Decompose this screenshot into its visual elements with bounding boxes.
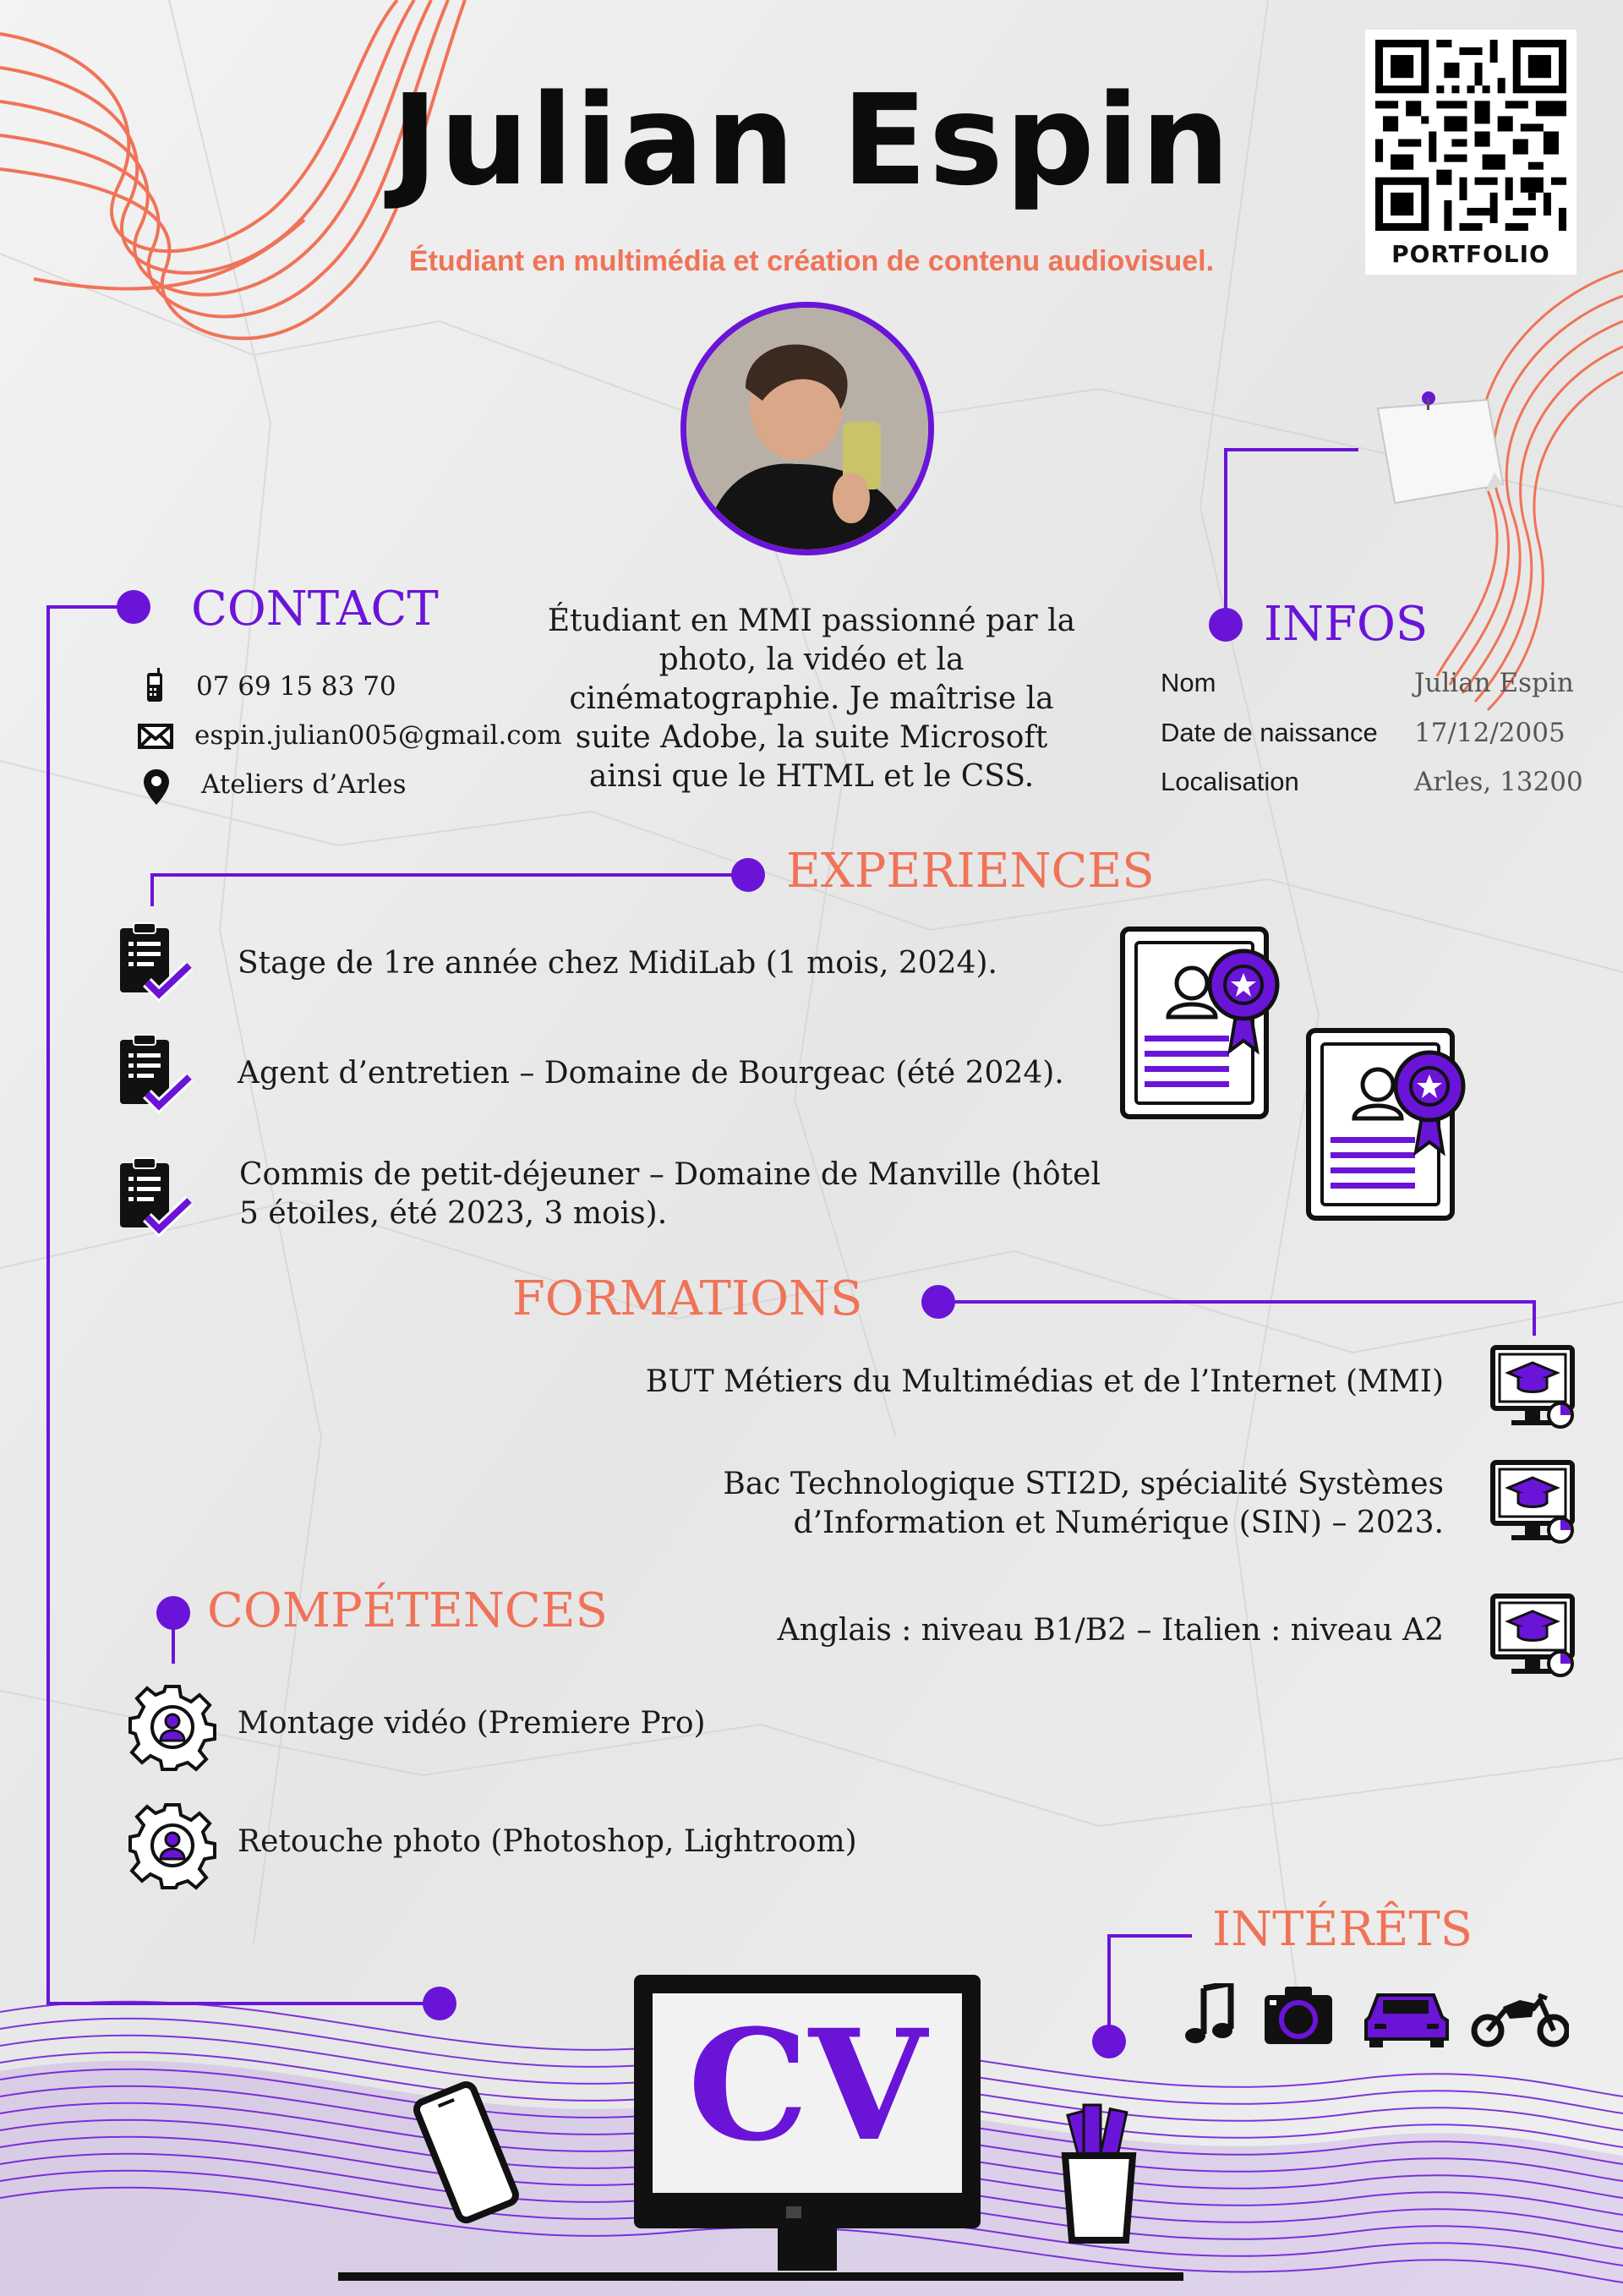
formation-item-2: Bac Technologique STI2D, spécialité Syst… [592, 1465, 1444, 1543]
info-value-name: Julian Espin [1414, 668, 1574, 698]
music-note-icon [1185, 1983, 1234, 2043]
email-address[interactable]: espin.julian005@gmail.com [194, 720, 562, 751]
clipboard-check-icon [120, 922, 193, 1003]
clipboard-check-icon [120, 1157, 193, 1238]
pencil-cup-icon [1061, 2103, 1137, 2244]
interets-title: INTÉRÊTS [1212, 1902, 1473, 1957]
cv-monitor-text: CV [687, 1997, 927, 2175]
phone-icon [147, 668, 162, 702]
desk-illustration [338, 1975, 1183, 2281]
graduation-monitor-icon [1490, 1594, 1575, 1677]
info-label-birthdate: Date de naissance [1161, 718, 1378, 747]
graduation-monitor-icon [1490, 1460, 1575, 1544]
experience-item-2: Agent d’entretien – Domaine de Bourgeac … [238, 1056, 1064, 1091]
formation-item-3: Anglais : niveau B1/B2 – Italien : nivea… [592, 1611, 1444, 1650]
info-value-birthdate: 17/12/2005 [1414, 718, 1566, 748]
certificate-illustration-icon [1120, 927, 1466, 1221]
formation-item-2-line-2: d’Information et Numérique (SIN) – 2023. [793, 1506, 1444, 1540]
location-pin-icon [144, 769, 169, 805]
qr-code-icon [1375, 40, 1566, 231]
experience-item-1: Stage de 1re année chez MidiLab (1 mois,… [238, 946, 997, 981]
info-value-location: Arles, 13200 [1414, 767, 1583, 797]
interests-icons [1185, 1983, 1569, 2047]
formation-item-2-line-1: Bac Technologique STI2D, spécialité Syst… [723, 1467, 1444, 1501]
qr-label: PORTFOLIO [1391, 240, 1550, 268]
formation-item-1: BUT Métiers du Multimédias et de l’Inter… [592, 1363, 1444, 1402]
info-label-name: Nom [1161, 668, 1216, 697]
portfolio-qr-code[interactable]: PORTFOLIO [1365, 30, 1577, 275]
info-label-location: Localisation [1161, 767, 1299, 796]
gear-user-icon [128, 1803, 216, 1890]
motorcycle-icon [1471, 1993, 1569, 2047]
camera-icon [1265, 1987, 1332, 2044]
clipboard-check-icon [120, 1034, 193, 1114]
formation-item-3-line-1: Anglais : niveau B1/B2 – Italien : nivea… [777, 1613, 1444, 1648]
experience-item-3-line-2: 5 étoiles, été 2023, 3 mois). [239, 1196, 668, 1231]
candidate-name: Julian Espin [391, 68, 1232, 213]
gear-user-icon [128, 1685, 216, 1772]
candidate-subtitle: Étudiant en multimédia et création de co… [408, 245, 1215, 277]
computer-monitor-icon [338, 1975, 1183, 2281]
formations-title: FORMATIONS [512, 1271, 863, 1326]
portrait-image [686, 308, 928, 549]
infos-title: INFOS [1264, 597, 1429, 652]
competence-item-1: Montage vidéo (Premiere Pro) [238, 1706, 706, 1741]
bio-paragraph: Étudiant en MMI passionné par la photo, … [547, 604, 1076, 794]
location-text: Ateliers d’Arles [201, 769, 407, 800]
experience-item-3-line-1: Commis de petit-déjeuner – Domaine de Ma… [239, 1157, 1101, 1192]
formation-item-1-line-1: BUT Métiers du Multimédias et de l’Inter… [645, 1364, 1444, 1399]
mail-icon [138, 724, 173, 749]
phone-number[interactable]: 07 69 15 83 70 [196, 671, 396, 702]
graduation-monitor-icon [1490, 1345, 1575, 1429]
experience-item-3: Commis de petit-déjeuner – Domaine de Ma… [239, 1156, 1101, 1233]
experiences-title: EXPERIENCES [786, 844, 1155, 899]
contact-title: CONTACT [191, 582, 439, 637]
timeline-dots [117, 590, 1243, 2058]
contact-phone-row [140, 668, 171, 705]
smartphone-icon [413, 2081, 519, 2224]
pinned-note-icon [1376, 391, 1505, 505]
wave-decoration-top-left [0, 0, 467, 341]
competences-title: COMPÉTENCES [207, 1583, 608, 1638]
profile-photo [680, 302, 934, 555]
car-icon [1364, 1993, 1449, 2047]
competence-item-2: Retouche photo (Photoshop, Lightroom) [238, 1824, 857, 1859]
timeline-lines [46, 448, 1536, 2042]
